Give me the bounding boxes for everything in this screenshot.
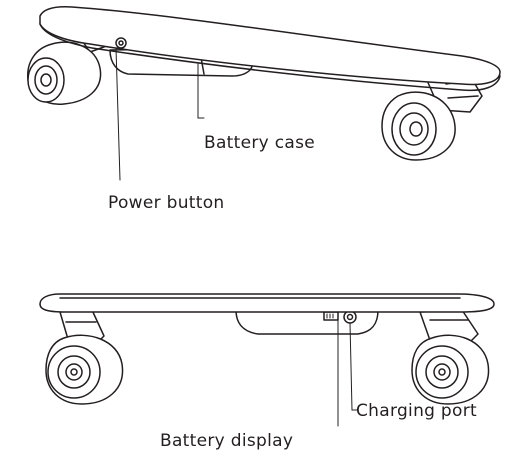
power-button-label: Power button <box>108 193 224 213</box>
deck-angled <box>39 6 501 92</box>
battery-case-callout: Battery case <box>197 63 315 153</box>
deck-side <box>39 293 495 313</box>
battery-display-callout: Battery display <box>160 319 339 451</box>
charging-port-part <box>343 310 357 324</box>
charging-port-label: Charging port <box>356 401 477 421</box>
rear-wheel-angled <box>27 41 102 105</box>
battery-display-part <box>323 311 339 321</box>
skateboard-angled-view: Battery case Power button <box>27 6 501 213</box>
battery-display-label: Battery display <box>160 431 293 451</box>
skateboard-side-view: Charging port Battery display <box>39 293 495 451</box>
front-wheel-angled <box>381 91 456 161</box>
front-wheel-side <box>411 334 490 405</box>
charging-port-callout: Charging port <box>349 322 477 421</box>
rear-wheel-side <box>45 334 124 405</box>
power-button-callout: Power button <box>108 47 224 213</box>
battery-case-side <box>235 309 379 335</box>
battery-case-label: Battery case <box>204 133 315 153</box>
power-button-part <box>115 37 127 49</box>
